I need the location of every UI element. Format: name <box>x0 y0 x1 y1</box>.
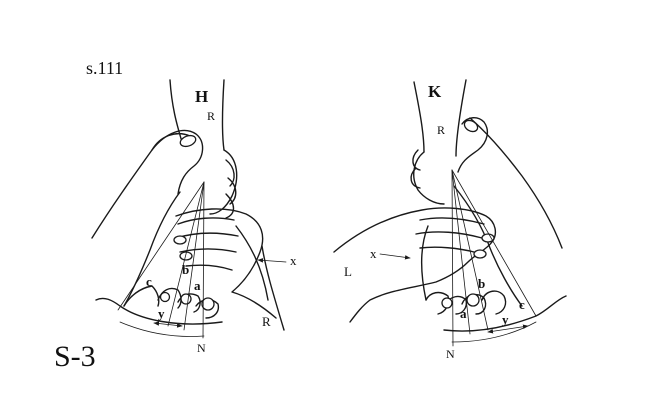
right-figure-k: K R L x a b c y N <box>333 79 567 361</box>
left-figure-h: H R x a b c y N R <box>91 79 297 355</box>
right-support-hand <box>469 117 563 249</box>
left-label-n: N <box>197 341 206 355</box>
right-hand-fingers <box>415 217 485 253</box>
left-label-a: a <box>194 278 201 293</box>
left-axis-a <box>183 181 205 331</box>
right-axis-n <box>451 169 454 347</box>
left-thumb-nail <box>179 134 197 148</box>
left-label-c: c <box>146 274 152 289</box>
left-x-arrow <box>257 258 287 263</box>
right-toe-nail-2 <box>466 293 480 307</box>
left-toe-nail-1 <box>159 291 171 303</box>
right-finger-nail-1 <box>481 233 495 243</box>
left-foot-outline <box>123 191 269 307</box>
left-heel <box>209 149 238 215</box>
left-ground <box>95 297 223 325</box>
left-axis-c <box>117 181 205 311</box>
right-figure-title: K <box>428 82 442 101</box>
right-label-l: L <box>344 264 352 279</box>
left-label-y: y <box>158 306 165 321</box>
left-toe-nail-2 <box>180 293 192 305</box>
left-axis-n <box>202 181 205 339</box>
right-heel <box>413 151 445 205</box>
right-thumb-nail <box>463 119 479 133</box>
left-finger-nail-1 <box>173 235 187 245</box>
left-wrist <box>261 245 285 331</box>
right-toe-nail-1 <box>441 297 453 309</box>
right-label-c: c <box>519 297 525 312</box>
right-ground <box>443 295 567 332</box>
right-leg-outline <box>413 79 467 157</box>
right-label-a: a <box>460 306 467 321</box>
left-dimension-y <box>153 321 183 328</box>
right-x-arrow <box>379 253 411 260</box>
right-working-hand <box>333 207 497 323</box>
left-arc <box>119 321 205 337</box>
page-label: s.111 <box>86 58 123 78</box>
left-support-fingers <box>225 159 237 219</box>
left-label-x: x <box>290 253 297 268</box>
left-axis-b <box>167 181 205 327</box>
left-label-r-upper: R <box>207 109 215 123</box>
right-support-fingers <box>410 149 421 189</box>
right-label-n: N <box>446 347 455 361</box>
left-toe-nail-3 <box>201 297 215 311</box>
right-finger-nail-2 <box>473 249 487 259</box>
right-axis-b <box>451 169 489 331</box>
left-figure-title: H <box>195 87 208 106</box>
left-working-hand <box>175 208 277 319</box>
right-axis-c <box>451 169 537 317</box>
right-axis-a <box>451 169 471 335</box>
left-leg-outline <box>169 79 225 151</box>
left-support-thumb <box>151 132 191 151</box>
right-foot-outline <box>421 185 523 307</box>
left-finger-nail-2 <box>179 251 193 261</box>
right-label-r-upper: R <box>437 123 445 137</box>
left-support-hand <box>91 129 204 239</box>
left-toes <box>123 285 220 319</box>
right-label-y: y <box>502 312 509 327</box>
right-support-thumb <box>457 117 489 173</box>
right-arc <box>451 321 537 343</box>
left-hand-fingers <box>175 217 239 271</box>
right-dimension-y <box>487 324 529 334</box>
right-label-b: b <box>478 276 485 291</box>
left-label-r-lower: R <box>262 314 271 329</box>
figure-id: S-3 <box>54 340 96 373</box>
right-label-x: x <box>370 246 377 261</box>
left-label-b: b <box>182 262 189 277</box>
